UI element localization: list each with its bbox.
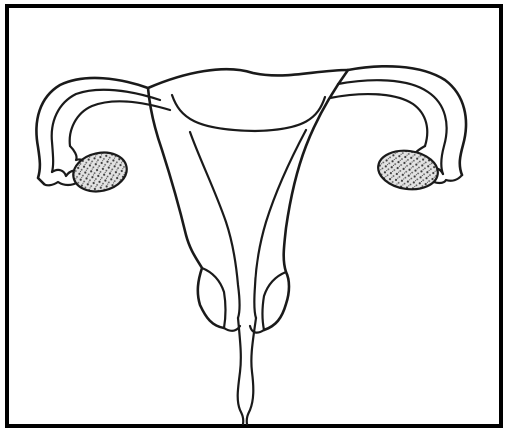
- figure-frame: [7, 6, 501, 426]
